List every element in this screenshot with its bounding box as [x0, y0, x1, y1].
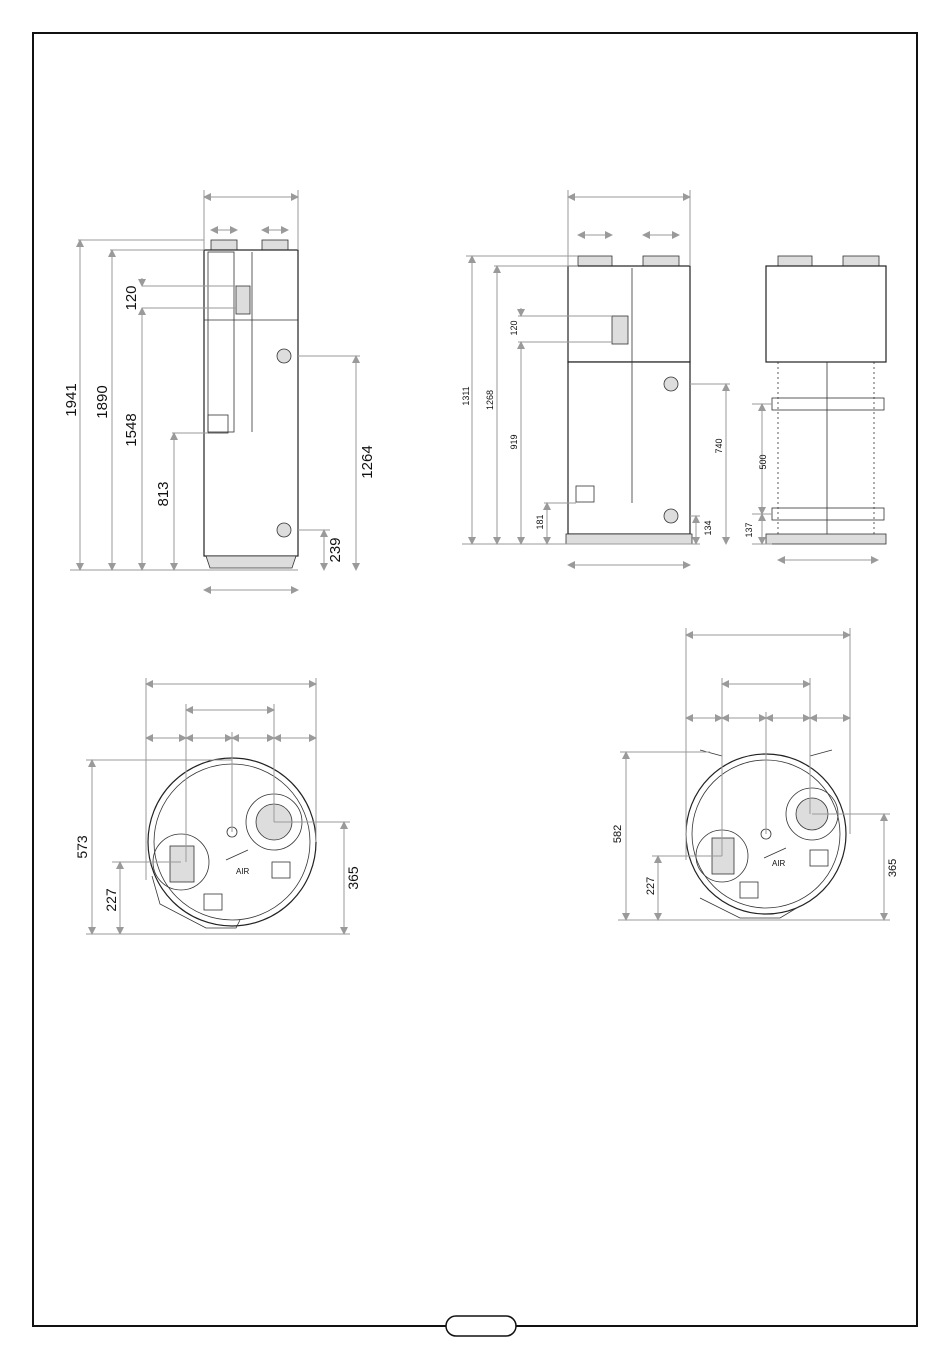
page-number-tab: [446, 1316, 516, 1336]
side-view-short-unit: 500 137: [744, 256, 886, 560]
dim-short-top-depth: 582: [612, 825, 624, 843]
dim-lower-connection: 239: [327, 537, 344, 562]
dim-short-height-1: 1311: [461, 386, 471, 405]
dim-short-top-inlet-offset: 227: [645, 877, 657, 895]
page-border: [33, 33, 917, 1326]
dim-top-outlet-offset: 365: [345, 866, 361, 890]
dim-upper-connection: 1264: [359, 445, 376, 478]
front-view-tall-unit: 1941 1890 120 1548 813 1264 239: [63, 190, 376, 590]
dim-short-height-3: 919: [509, 434, 519, 449]
dim-short-lower-connection: 134: [703, 520, 713, 535]
dim-bracket-base: 137: [744, 522, 754, 537]
dim-short-upper-connection: 740: [714, 438, 724, 453]
top-view-tall-unit: AIR 573 227 365: [74, 678, 361, 934]
top-view-short-unit: AIR 582 227 365: [612, 628, 899, 920]
dim-height-1: 1941: [63, 383, 80, 416]
air-flow-label-short: AIR: [772, 859, 786, 868]
dim-short-height-4: 181: [535, 514, 545, 529]
air-flow-label: AIR: [236, 867, 250, 876]
dim-height-4: 813: [155, 481, 172, 506]
dim-top-inlet-offset: 227: [103, 888, 119, 912]
dim-bracket-spacing: 500: [758, 454, 768, 469]
dim-height-3: 1548: [123, 413, 140, 446]
dim-top-depth: 573: [74, 835, 90, 859]
dim-short-top-outlet-offset: 365: [887, 859, 899, 877]
dim-short-height-2: 1268: [485, 390, 495, 410]
dim-short-panel-height: 120: [509, 320, 519, 335]
dim-panel-height: 120: [123, 285, 140, 310]
dim-height-2: 1890: [94, 385, 111, 418]
front-view-short-unit: 1311 1268 120 919 181 740 134: [461, 190, 730, 565]
